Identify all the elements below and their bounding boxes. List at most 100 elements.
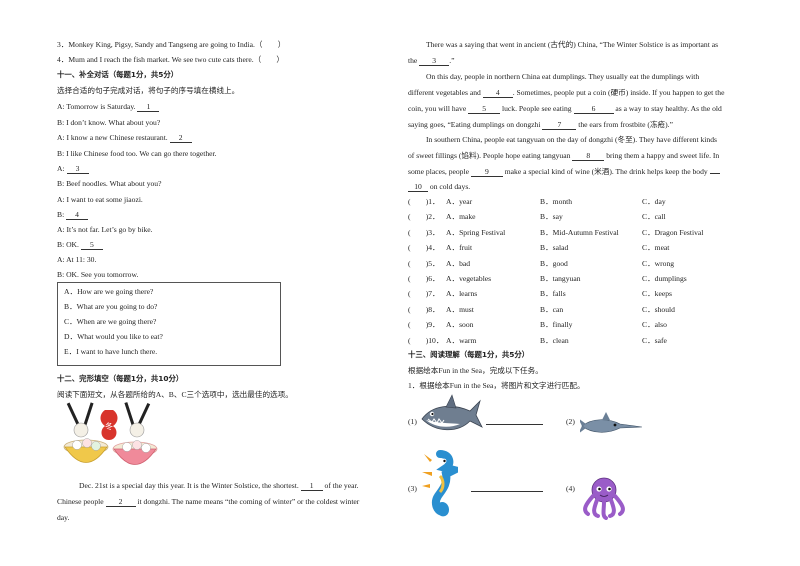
blank-8[interactable]: 8 xyxy=(572,152,605,161)
blank-2[interactable]: 2 xyxy=(105,498,136,507)
blank-9[interactable]: 9 xyxy=(470,168,503,177)
mc-option-c: C．call xyxy=(642,212,666,222)
octopus-icon xyxy=(583,477,625,520)
mc-number[interactable]: ( )4． xyxy=(408,243,440,253)
mc-option-c: C．keeps xyxy=(642,289,672,299)
tangyuan-bowl-icon: 冬 xyxy=(63,402,158,465)
mc-option-a: A．fruit xyxy=(446,243,473,253)
passage-p2-line-2: the 3.” xyxy=(408,56,455,66)
mc-option-a: A．warm xyxy=(446,335,477,345)
passage-p3-line-1: On this day, people in northern China ea… xyxy=(426,72,700,81)
option-e: E．I want to have lunch there. xyxy=(64,347,158,356)
mc-option-a: A．must xyxy=(446,304,474,314)
mc-number[interactable]: ( )10． xyxy=(408,335,444,345)
dialog-line: A: It’s not far. Let’s go by bike. xyxy=(57,225,153,234)
passage-p3-line-2: different vegetables and 4. Sometimes, p… xyxy=(408,88,725,98)
dialog-blank-4[interactable]: 4 xyxy=(66,211,89,220)
dialog-line: B: OK. See you tomorrow. xyxy=(57,270,139,279)
mc-option-b: B．salad xyxy=(540,243,569,253)
dialog-line: A: I want to eat some jiaozi. xyxy=(57,195,143,204)
passage-p4-line-4: 10 on cold days. xyxy=(408,183,470,192)
judge-item-3: 3．Monkey King, Pigsy, Sandy and Tangseng… xyxy=(57,40,286,49)
section-11-title: 十一、补全对话（每题1分，共5分） xyxy=(57,70,179,79)
mc-option-c: C．also xyxy=(642,320,667,330)
mc-option-c: C．day xyxy=(642,197,666,206)
passage-line-2: Chinese people 2 it dongzhi. The name me… xyxy=(57,497,360,507)
mc-number[interactable]: ( )1． xyxy=(408,197,440,206)
mc-number[interactable]: ( )7． xyxy=(408,289,440,299)
pic-label-1: (1) xyxy=(408,417,417,426)
mc-number[interactable]: ( )9． xyxy=(408,320,440,330)
mc-option-b: B．say xyxy=(540,212,563,222)
section-12-instruction: 阅读下面短文，从各题所给的A、B、C三个选项中，选出最佳的选项。 xyxy=(57,390,293,399)
blank-6[interactable]: 6 xyxy=(573,105,614,114)
shark-icon xyxy=(421,394,483,431)
passage-p2-line-1: There was a saying that went in ancient … xyxy=(426,40,719,49)
mc-number[interactable]: ( )6． xyxy=(408,274,440,283)
passage-line-3: day. xyxy=(57,513,70,522)
blank-7[interactable]: 7 xyxy=(542,121,577,130)
mc-option-b: B．Mid-Autumn Festival xyxy=(540,227,619,237)
mc-option-b: B．good xyxy=(540,258,568,268)
options-box: A．How are we going there? B．What are you… xyxy=(57,282,281,366)
answer-line-1[interactable] xyxy=(486,424,543,425)
mc-option-a: A．bad xyxy=(446,258,471,268)
blank-3[interactable]: 3 xyxy=(419,57,450,66)
mc-option-c: C．dumplings xyxy=(642,274,687,283)
passage-p4-line-3: some places, people 9 make a special kin… xyxy=(408,168,720,177)
blank-1[interactable]: 1 xyxy=(300,482,323,491)
dialog-line: B: 4 xyxy=(57,211,89,220)
mc-option-b: B．clean xyxy=(540,335,569,345)
svg-text:冬: 冬 xyxy=(105,421,113,431)
dialog-line: B: I like Chinese food too. We can go th… xyxy=(57,149,217,158)
passage-p3-line-3: coin, you will have 5 luck. People see e… xyxy=(408,104,722,114)
dialog-blank-2[interactable]: 2 xyxy=(169,134,192,143)
dialog-line: A: 3 xyxy=(57,165,89,174)
mc-number[interactable]: ( )5． xyxy=(408,258,440,268)
mc-option-a: A．Spring Festival xyxy=(446,227,506,237)
passage-p4-line-1: In southern China, people eat tangyuan o… xyxy=(426,135,717,144)
dialog-blank-1[interactable]: 1 xyxy=(137,103,160,112)
mc-number[interactable]: ( )2． xyxy=(408,212,440,222)
option-d: D．What would you like to eat? xyxy=(64,332,163,341)
dialog-line: A: I know a new Chinese restaurant. 2 xyxy=(57,134,192,143)
dialog-blank-3[interactable]: 3 xyxy=(66,165,89,174)
mc-option-a: A．vegetables xyxy=(446,274,492,283)
blank-4[interactable]: 4 xyxy=(482,89,513,98)
dialog-line: B: I don’t know. What about you? xyxy=(57,118,161,127)
passage-p4-line-2: of sweet fillings (馅料). People hope eati… xyxy=(408,151,720,161)
dialog-line: B: OK. 5 xyxy=(57,241,103,250)
mc-number[interactable]: ( )8． xyxy=(408,304,440,314)
passage-line-1: Dec. 21st is a special day this year. It… xyxy=(79,481,359,491)
answer-line-3[interactable] xyxy=(471,491,543,492)
mc-option-a: A．learns xyxy=(446,289,478,299)
section-12-title: 十二、完形填空（每题1分，共10分） xyxy=(57,374,184,383)
mc-option-b: B．finally xyxy=(540,320,573,330)
mc-option-c: C．wrong xyxy=(642,258,675,268)
mc-number[interactable]: ( )3． xyxy=(408,227,440,237)
dialog-line: A: At 11: 30. xyxy=(57,255,97,264)
pic-label-4: (4) xyxy=(566,484,575,493)
option-a: A．How are we going there? xyxy=(64,287,154,296)
mc-option-c: C．should xyxy=(642,304,675,314)
passage-p3-line-4: saying goes, “Eating dumplings on dongzh… xyxy=(408,120,673,130)
pic-label-2: (2) xyxy=(566,417,575,426)
mc-option-c: C．safe xyxy=(642,335,667,345)
judge-item-4: 4．Mum and I reach the fish market. We se… xyxy=(57,55,284,64)
blank-10[interactable]: 10 xyxy=(408,183,428,192)
mc-option-b: B．can xyxy=(540,304,564,314)
section-11-instruction: 选择合适的句子完成对话，将句子的序号填在横线上。 xyxy=(57,86,240,95)
mc-option-b: B．falls xyxy=(540,289,566,299)
dialog-line: B: Beef noodles. What about you? xyxy=(57,179,162,188)
section-13-question-1: 1．根据绘本Fun in the Sea，将图片和文字进行匹配。 xyxy=(408,381,585,390)
mc-option-c: C．meat xyxy=(642,243,670,253)
blank-5[interactable]: 5 xyxy=(468,105,501,114)
dialog-blank-5[interactable]: 5 xyxy=(80,241,103,250)
dialog-line: A: Tomorrow is Saturday. 1 xyxy=(57,103,160,112)
swordfish-icon xyxy=(580,412,642,433)
mc-option-a: A．soon xyxy=(446,320,474,330)
pic-label-3: (3) xyxy=(408,484,417,493)
mc-option-c: C．Dragon Festival xyxy=(642,227,704,237)
section-13-title: 十三、阅读理解（每题1分，共5分） xyxy=(408,350,530,359)
mc-option-a: A．make xyxy=(446,212,476,222)
